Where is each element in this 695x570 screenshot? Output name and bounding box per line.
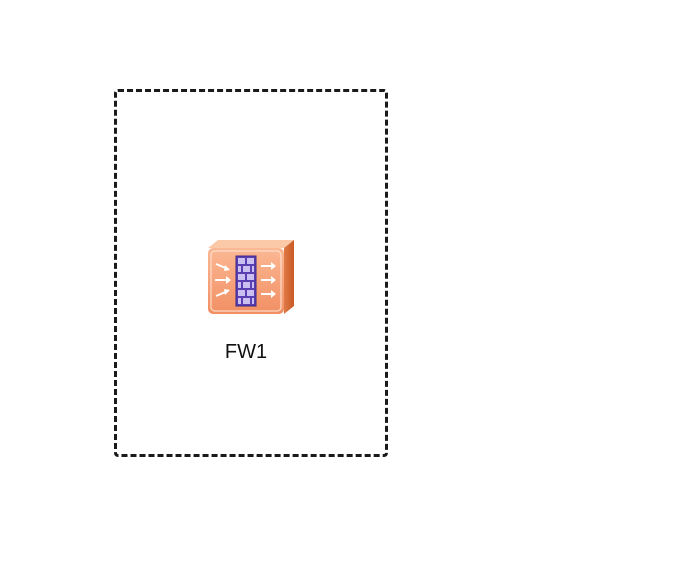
firewall-node-fw1[interactable]: FW1: [196, 238, 296, 368]
firewall-icon: [208, 240, 294, 314]
node-label: FW1: [224, 341, 268, 363]
group-boundary[interactable]: [114, 89, 388, 457]
